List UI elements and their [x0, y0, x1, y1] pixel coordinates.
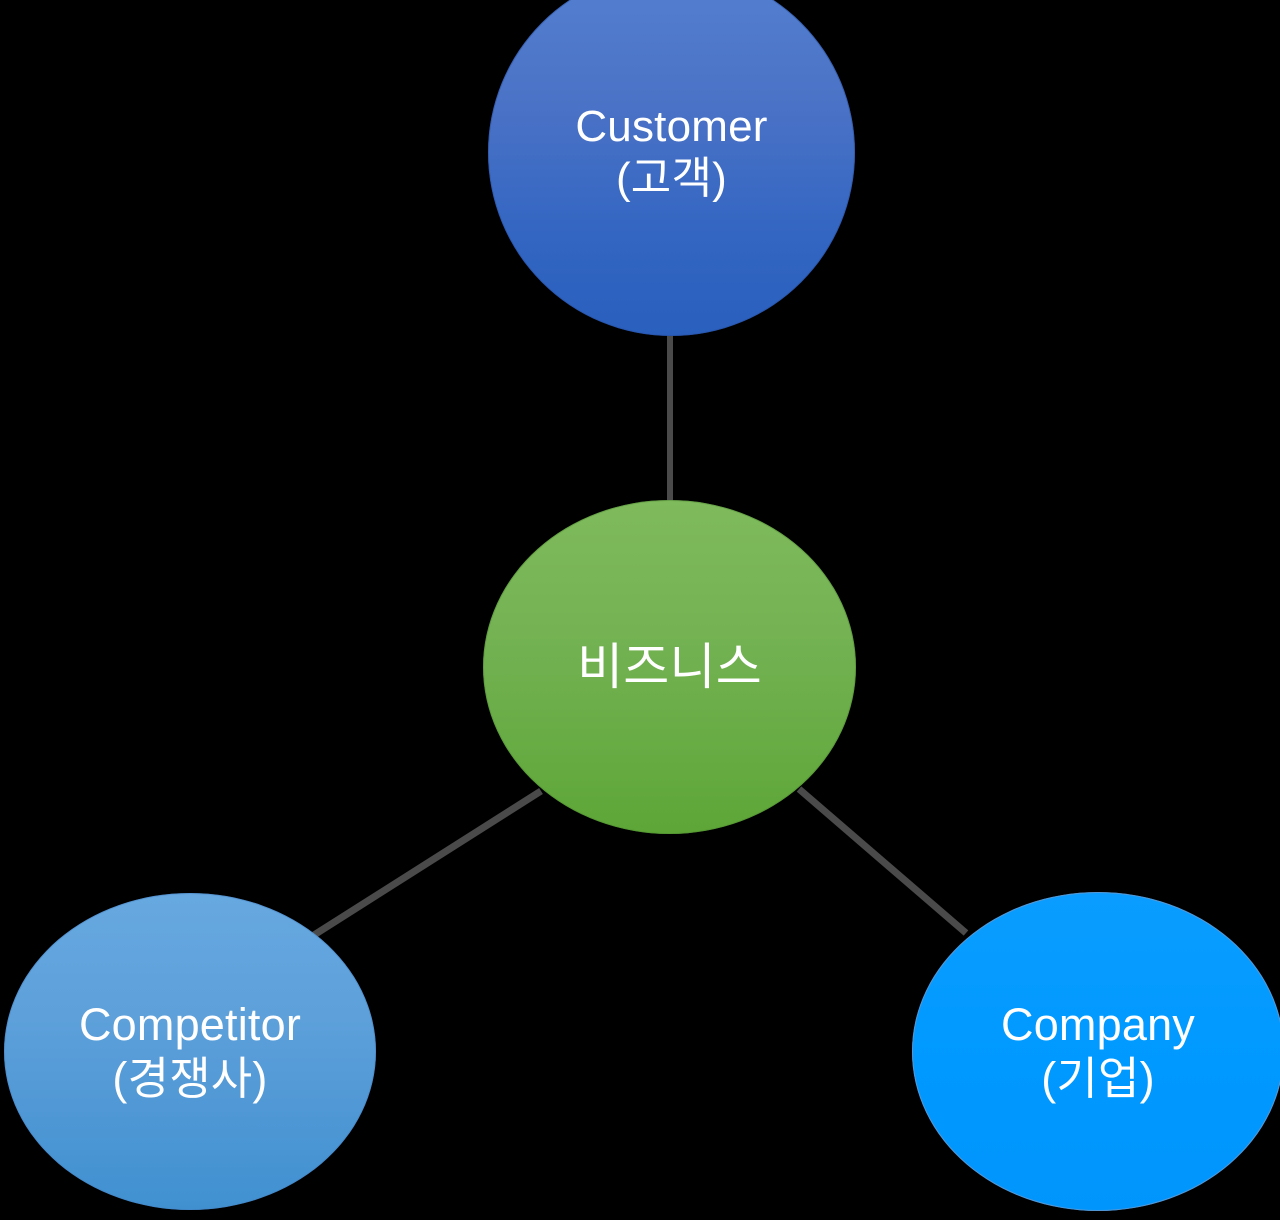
node-business[interactable]: 비즈니스	[483, 500, 856, 834]
node-customer[interactable]: Customer (고객)	[488, 0, 855, 336]
node-company[interactable]: Company (기업)	[912, 892, 1280, 1211]
node-company-label: Company (기업)	[1001, 999, 1195, 1104]
connector-business-competitor	[312, 788, 543, 938]
connector-business-company	[796, 786, 969, 936]
node-competitor-label: Competitor (경쟁사)	[78, 999, 302, 1104]
node-business-label: 비즈니스	[577, 638, 762, 695]
node-competitor[interactable]: Competitor (경쟁사)	[4, 893, 376, 1210]
node-customer-label: Customer (고객)	[575, 101, 768, 203]
